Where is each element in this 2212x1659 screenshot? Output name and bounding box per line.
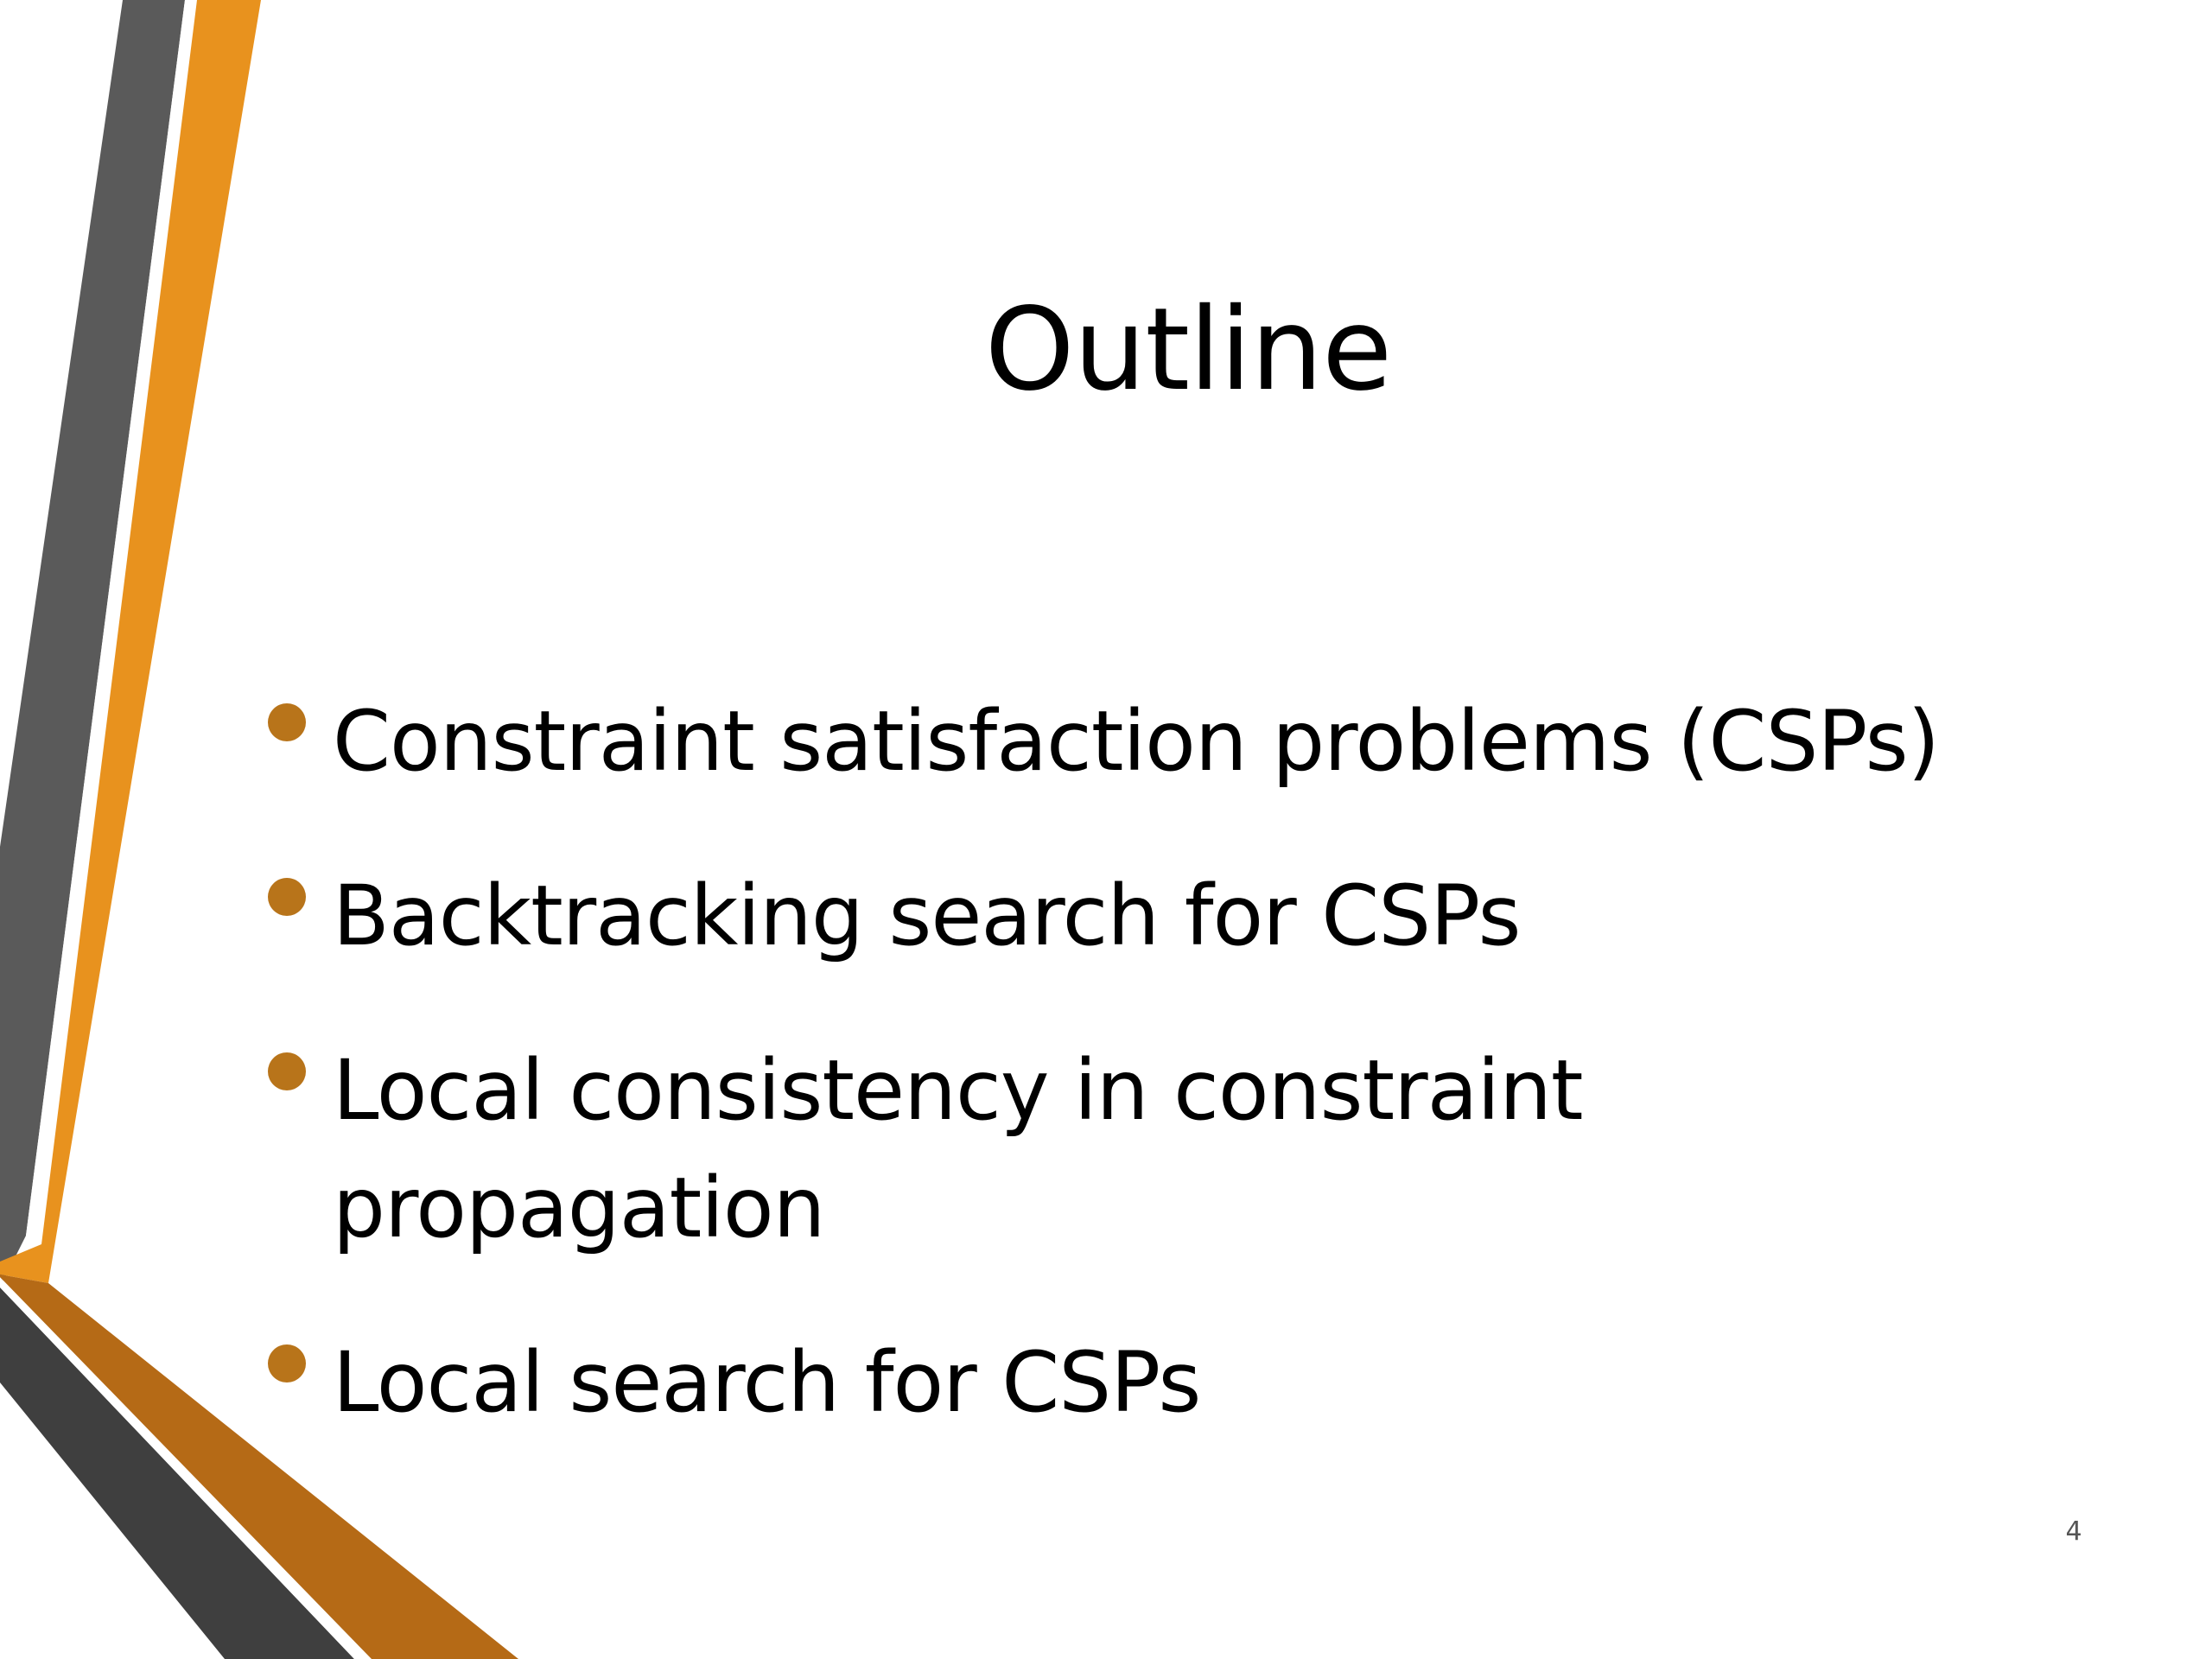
bullet-text: Backtracking search for CSPs <box>333 868 1521 964</box>
bullet-item: Constraint satisfaction problems (CSPs) <box>259 683 1987 800</box>
bullet-item: Backtracking search for CSPs <box>259 857 1987 975</box>
bullet-list: Constraint satisfaction problems (CSPs) … <box>259 683 1987 1498</box>
bullet-item: Local search for CSPs <box>259 1324 1987 1441</box>
bullet-dot <box>268 878 306 916</box>
slide-title: Outline <box>984 283 1393 416</box>
dark-orange-diagonal-stripe <box>0 1274 518 1659</box>
bullet-dot <box>268 703 306 741</box>
gray-vertical-stripe <box>0 0 185 1287</box>
slide-number: 4 <box>2065 1516 2082 1547</box>
bullet-text: Local search for CSPs <box>333 1334 1201 1431</box>
bullet-item: Local consistency in constraint propagat… <box>259 1032 1758 1267</box>
orange-vertical-stripe <box>0 0 261 1283</box>
bullet-dot <box>268 1052 306 1090</box>
bullet-text: Constraint satisfaction problems (CSPs) <box>333 693 1940 790</box>
white-separator-stripe <box>26 0 197 1244</box>
bullet-text: Local consistency in constraint propagat… <box>333 1042 1584 1256</box>
bullet-dot <box>268 1344 306 1382</box>
